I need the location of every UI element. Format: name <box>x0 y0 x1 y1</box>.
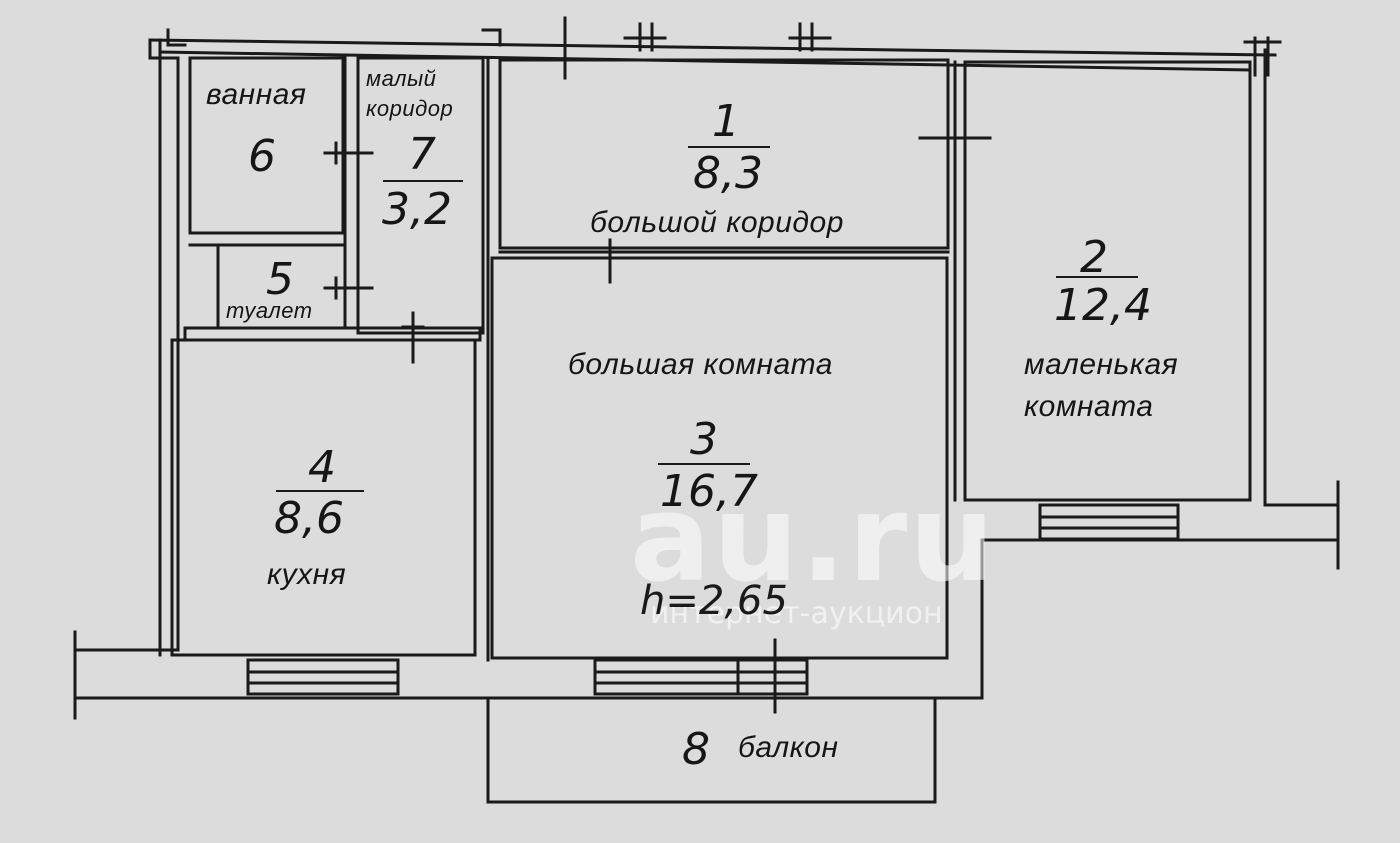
room-area-big-corridor: 8,3 <box>693 148 763 199</box>
vent <box>166 28 187 47</box>
window-small-room <box>1038 503 1180 541</box>
balcony-outline <box>486 696 937 804</box>
top-wall <box>148 38 1277 57</box>
door-mark <box>918 110 992 167</box>
window-big-room <box>593 658 809 696</box>
room-name-balcony: балкон <box>738 731 839 764</box>
room-number-big-corridor: 1 <box>712 96 740 147</box>
fraction-line <box>688 146 770 148</box>
room-area-small-corridor: 3,2 <box>382 184 452 235</box>
vent <box>1243 36 1282 77</box>
watermark-logo: au.ru <box>630 470 997 609</box>
room-area-kitchen: 8,6 <box>274 493 344 544</box>
window-kitchen <box>246 658 400 696</box>
kitchen-top-wall <box>183 326 482 342</box>
door-mark <box>323 141 374 165</box>
room-name-bathroom: ванная <box>206 78 307 111</box>
room-name-kitchen: кухня <box>267 558 347 591</box>
watermark-text: интернет-аукцион <box>650 596 943 631</box>
fraction-line <box>658 463 750 465</box>
room-name-big-corridor: большой коридор <box>590 206 844 239</box>
fraction-line <box>383 180 463 182</box>
small-corridor-outline <box>356 56 485 335</box>
door-mark <box>401 311 425 364</box>
room-area-small-room: 12,4 <box>1054 280 1152 331</box>
room-name-small-room-1: маленькая <box>1024 348 1179 381</box>
fraction-line <box>276 490 364 492</box>
big-room-outline <box>490 256 949 660</box>
room-name-small-corridor-1: малый <box>366 66 437 91</box>
door-mark <box>596 238 624 284</box>
vent <box>623 22 667 52</box>
room-area-big-room: 16,7 <box>660 466 758 517</box>
door-mark <box>323 276 374 300</box>
room-name-small-room-2: комната <box>1024 390 1154 423</box>
room-number-kitchen: 4 <box>308 442 336 493</box>
small-room-outline <box>963 60 1252 502</box>
vent <box>481 28 502 47</box>
kitchen-outline <box>170 338 477 657</box>
big-corridor-outline <box>498 58 950 250</box>
room-name-small-corridor-2: коридор <box>366 96 454 121</box>
bathroom-outline <box>188 56 345 235</box>
room-number-balcony: 8 <box>682 724 710 775</box>
room-number-big-room: 3 <box>690 414 718 465</box>
room-number-bathroom: 6 <box>248 131 276 182</box>
ceiling-height: h=2,65 <box>640 578 788 624</box>
room-number-small-room: 2 <box>1080 232 1108 283</box>
fraction-line <box>1056 276 1138 278</box>
room-name-toilet: туалет <box>226 298 313 323</box>
room-number-small-corridor: 7 <box>408 129 436 180</box>
room-name-big-room: большая комната <box>568 348 833 381</box>
room-number-toilet: 5 <box>266 254 294 305</box>
vent <box>788 22 832 52</box>
outer-wall <box>73 38 180 652</box>
